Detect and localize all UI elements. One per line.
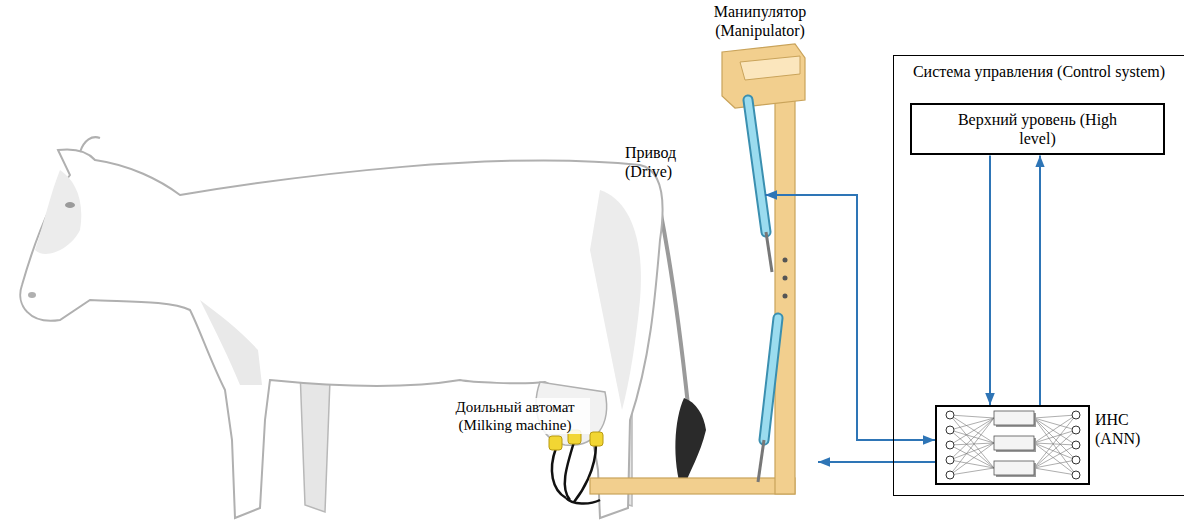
node-text: Привод (Drive) [625,143,705,181]
ann-link [1034,418,1076,445]
ann-layer [994,411,1034,425]
manipulator-head [722,44,805,108]
ann-neuron [946,411,954,419]
ann-picture [946,411,1080,479]
ann-neuron [1072,441,1080,449]
node-text: Система управления (Control system) [894,62,1184,81]
ann-link [950,415,994,468]
drive-cylinder [764,318,778,440]
manipulator-post [775,48,795,494]
ann-link [950,443,994,445]
ann-neuron [946,456,954,464]
node-text: ИНС (ANN) [1095,410,1167,448]
teat-cup [590,432,603,446]
node-text: Верхний уровень (High level) [953,110,1123,148]
node-text: Манипулятор (Manipulator) [702,2,818,40]
ann-link [1034,418,1076,460]
signal-arrow [1039,155,1041,405]
ann-link [1034,445,1076,468]
ann-link [950,430,994,468]
part-label-text: Доильный автомат (Milking machine) [440,398,590,434]
drive-part: Привод (Drive) [625,143,765,205]
milk-tube [565,442,574,500]
signal-arrow [765,195,935,440]
ann-link [950,418,994,475]
ann-layer [994,461,1034,475]
part-label: Доильный автомат (Milking machine) [440,398,590,434]
ann-link [1034,415,1076,418]
milk-tube [566,498,600,504]
cow-far-leg [300,370,330,512]
frame-hole [783,258,788,263]
ann-layer [994,436,1034,450]
drive-rod [766,232,772,272]
cow-shade [200,300,262,385]
ann-link [1034,443,1076,445]
cow-horn [80,137,100,152]
ann-neuron [1072,456,1080,464]
signal-arrow [989,155,991,405]
cow-nostril [28,292,36,298]
ann-link [1034,415,1076,468]
ann-link [950,468,994,475]
manipulator-head-face [740,56,800,80]
ann-neuron [1072,426,1080,434]
drive-rod [758,440,764,482]
frame-hole [783,294,788,299]
ann-link [950,443,994,460]
cow-body [20,149,662,518]
ann-link [950,445,994,468]
ann-link [950,418,994,445]
manipulator-base [590,478,795,494]
signal-arrow [818,461,935,463]
teat-cup [549,436,562,450]
milk-tube [552,448,566,498]
drive-cylinder [748,100,766,232]
drive-cylinder [748,100,766,232]
process-box: Верхний уровень (High level) [910,103,1165,155]
ann-link [1034,430,1076,468]
ann-neuron [946,426,954,434]
cow-eye [65,202,75,208]
ann-link [950,418,994,460]
ann-link [1034,468,1076,475]
control-system-box: Система управления (Control system) Верхн… [893,55,1184,496]
drive-cylinder [764,318,778,440]
manipulator-group: Манипулятор (Manipulator)Привод (Drive) [702,2,818,42]
ann-link [1034,443,1076,460]
ann-link [950,443,994,475]
cow-shade [590,190,641,410]
ann-neuron [1072,471,1080,479]
ann-link [950,415,994,418]
frame-hole [783,276,788,281]
ann-neuron [946,441,954,449]
ann-link [1034,443,1076,475]
ann-neuron [1072,411,1080,419]
ann-neuron [946,471,954,479]
ann-box: ИНС (ANN) [935,405,1090,485]
cow-shade [35,170,81,254]
ann-link [1034,418,1076,475]
